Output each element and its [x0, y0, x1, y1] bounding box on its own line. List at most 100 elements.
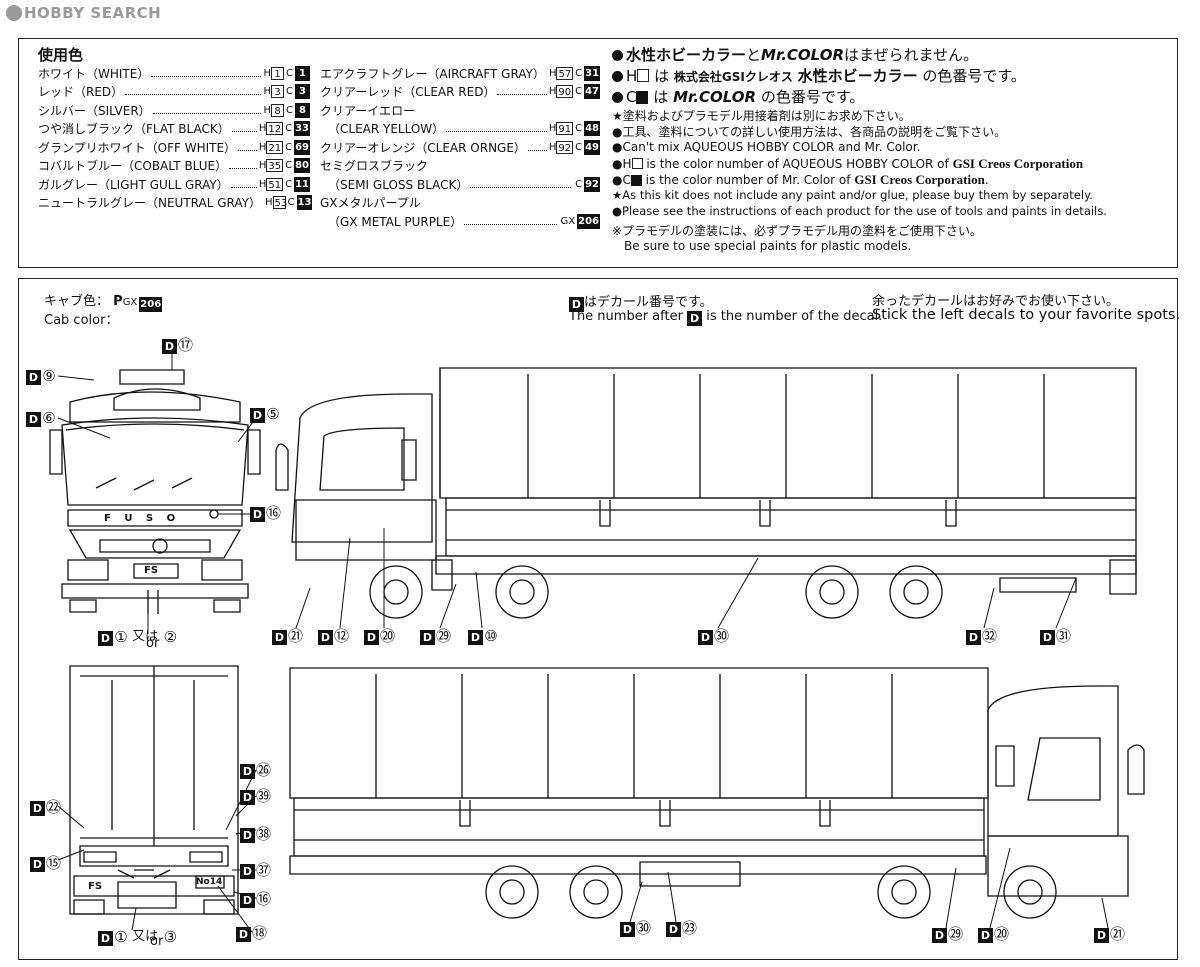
h-prefix: H	[258, 178, 267, 190]
c-color-number: 80	[294, 158, 310, 174]
c-prefix: C	[285, 123, 293, 135]
c-prefix: C	[285, 160, 293, 172]
note-c-number: C は Mr.COLOR の色番号です。	[612, 86, 1172, 107]
h-prefix: H	[263, 104, 272, 116]
paint-name: ニュートラルグレー（NEUTRAL GRAY）	[38, 196, 261, 211]
bullet-icon	[612, 71, 623, 82]
watermark-logo: HOBBY SEARCH	[6, 4, 161, 22]
hobby-search-logo-icon	[6, 5, 22, 21]
h-color-number: 21	[266, 140, 284, 154]
h-color-number: 3	[271, 85, 285, 99]
h-prefix: H	[258, 123, 267, 135]
note-buy-separately-en: ★As this kit does not include any paint …	[612, 188, 1093, 202]
side-view-lower-drawing	[289, 667, 1145, 919]
leftover-decal-note-jp: 余ったデカールはお好みでお使い下さい。	[872, 294, 1120, 309]
paint-name: ホワイト（WHITE）	[38, 66, 150, 81]
h-color-number: 12	[266, 122, 284, 136]
note-paint-separately-jp: ★塗料およびプラモデル用接着剤は別にお求め下さい。	[612, 109, 911, 123]
note-no-mix: 水性ホビーカラーとMr.COLORはまぜられません。	[612, 44, 1172, 65]
note-c-number-en: ●C is the color number of Mr. Color of G…	[612, 172, 989, 187]
c-prefix: C	[287, 197, 295, 209]
paint-name: シルバー（SILVER）	[38, 103, 151, 118]
h-color-number: 51	[266, 177, 284, 191]
h-prefix: H	[258, 141, 267, 153]
h-box-icon	[631, 158, 643, 169]
paint-row-gx-purple-jp: GXメタルパープル	[320, 196, 421, 211]
paint-row-semi-gloss-jp: セミグロスブラック	[320, 159, 429, 174]
side-view-upper-drawing	[275, 367, 1137, 619]
front-view-drawing	[49, 369, 261, 614]
h-color-number: 35	[266, 159, 284, 173]
paint-name: コバルトブルー（COBALT BLUE）	[38, 159, 228, 174]
h-box-icon	[637, 69, 650, 82]
paint-row-clear-yellow-jp: クリアーイエロー	[320, 103, 416, 118]
c-prefix: C	[286, 86, 293, 98]
bullet-icon	[612, 50, 623, 61]
c-color-number: 13	[296, 195, 312, 211]
paint-legend-box	[18, 38, 1178, 268]
c-box-icon	[630, 175, 642, 186]
note-tools-en: ●Please see the instructions of each pro…	[612, 204, 1107, 218]
c-color-number: 3	[295, 84, 310, 100]
h-prefix: H	[263, 67, 272, 79]
note-h-number-en: ●H is the color number of AQUEOUS HOBBY …	[612, 156, 1084, 171]
note-h-number: H は 株式会社GSIクレオス 水性ホビーカラー の色番号です。	[612, 65, 1172, 86]
paint-legend-title: 使用色	[38, 46, 84, 64]
paint-name: グランプリホワイト（OFF WHITE）	[38, 140, 237, 155]
c-color-number: 33	[294, 121, 310, 137]
rear-license-plate: FS	[88, 881, 103, 892]
bullet-icon	[612, 92, 623, 103]
c-box-icon	[636, 91, 649, 104]
leader-lines	[57, 352, 1109, 933]
front-grille-lettering: F U S O	[104, 513, 181, 524]
h-color-number: 8	[271, 103, 285, 117]
paint-name: レッド（RED）	[38, 85, 124, 100]
note-plastic-paint-en: Be sure to use special paints for plasti…	[624, 239, 912, 253]
c-prefix: C	[286, 104, 293, 116]
c-color-number: 69	[294, 139, 310, 155]
rear-number-plate: No14	[196, 877, 223, 887]
c-color-number: 1	[295, 65, 310, 81]
h-prefix: H	[263, 86, 272, 98]
decal-number-note-en: The number after D is the number of the …	[569, 309, 883, 326]
